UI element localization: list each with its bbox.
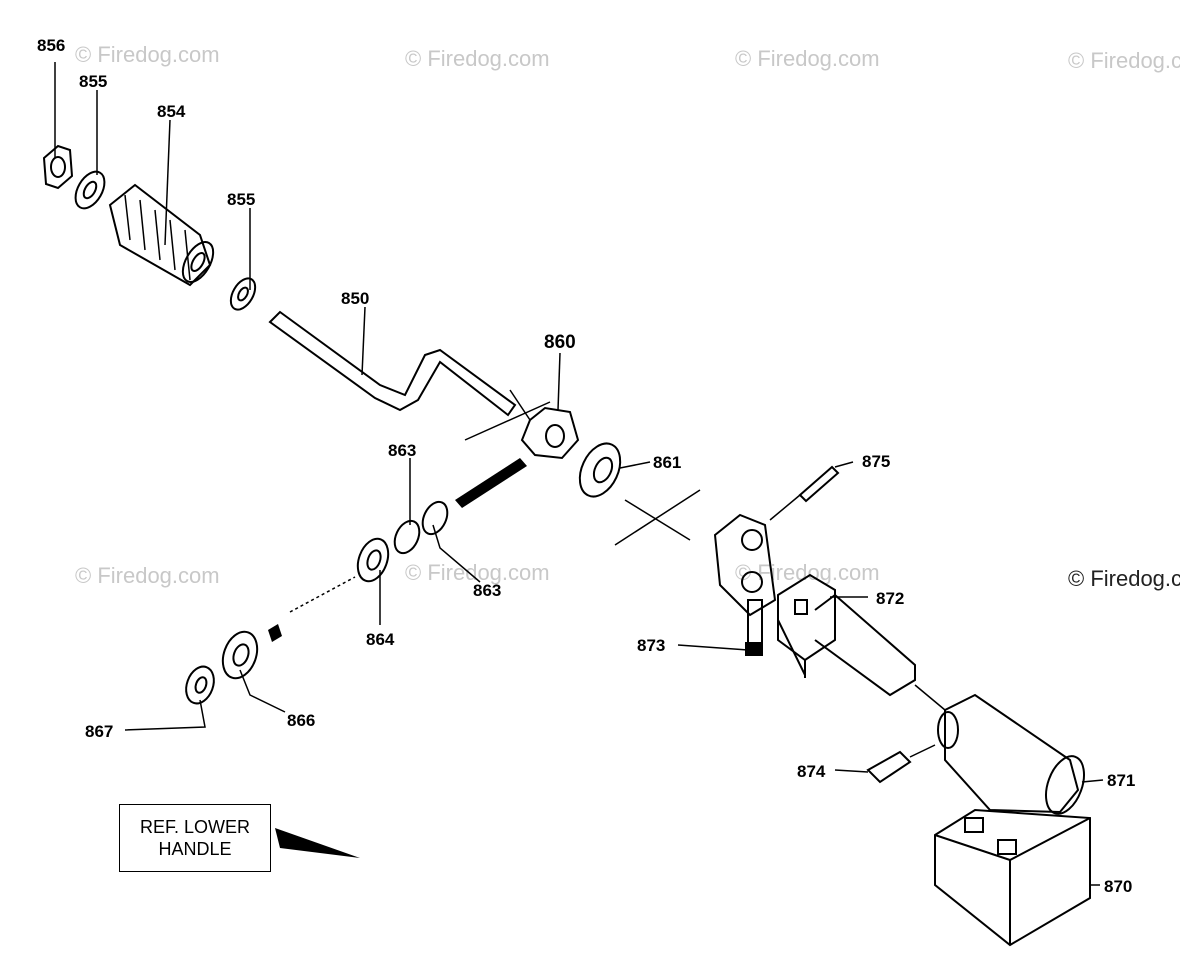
part-870-battery-box xyxy=(934,808,1091,947)
label-864: 864 xyxy=(366,630,395,649)
part-874-plug xyxy=(866,744,936,784)
part-855-washer-2 xyxy=(229,277,257,311)
part-threaded-rod xyxy=(455,458,527,508)
label-866: 866 xyxy=(287,711,315,730)
part-854-grip xyxy=(108,183,215,287)
label-873: 873 xyxy=(637,636,665,655)
label-856: 856 xyxy=(37,36,65,55)
label-870: 870 xyxy=(1104,877,1132,896)
label-854: 854 xyxy=(157,102,186,121)
ref-lower-handle-box: REF. LOWER HANDLE xyxy=(119,804,271,872)
part-873-bolt xyxy=(745,599,763,656)
part-871-motor xyxy=(914,684,1085,815)
label-872: 872 xyxy=(876,589,904,608)
part-856-cap xyxy=(42,144,74,190)
label-875: 875 xyxy=(862,452,890,471)
part-866-washer xyxy=(221,630,259,680)
part-875-screw xyxy=(769,465,840,521)
watermark: © Firedog.com xyxy=(75,563,220,588)
watermark: © Firedog.com xyxy=(735,46,880,71)
part-housing-block xyxy=(713,513,777,617)
part-850-handle-rod xyxy=(268,310,517,417)
label-867: 867 xyxy=(85,722,113,741)
label-850: 850 xyxy=(341,289,369,308)
watermark: © Firedog.com xyxy=(405,560,550,585)
watermark: © Firedog.com xyxy=(75,42,220,67)
label-863: 863 xyxy=(473,581,501,600)
part-872-block xyxy=(777,573,836,678)
watermark: © Firedog.com xyxy=(1068,566,1180,591)
label-871: 871 xyxy=(1107,771,1135,790)
part-860-bracket xyxy=(464,389,580,460)
label-855: 855 xyxy=(227,190,255,209)
part-864-washer xyxy=(356,537,390,583)
ref-arrow xyxy=(275,828,360,858)
label-855: 855 xyxy=(79,72,107,91)
watermark: © Firedog.com xyxy=(405,46,550,71)
watermark: © Firedog.com xyxy=(1068,48,1180,73)
part-tube xyxy=(814,593,916,697)
label-860: 860 xyxy=(544,332,576,353)
watermark: © Firedog.com xyxy=(735,560,880,585)
label-874: 874 xyxy=(797,762,826,781)
part-863-nut xyxy=(393,500,449,555)
label-861: 861 xyxy=(653,453,681,472)
part-855-washer xyxy=(74,170,106,210)
ref-box-line2: HANDLE xyxy=(158,839,232,859)
ref-box-line1: REF. LOWER xyxy=(139,817,250,837)
part-867-nut xyxy=(185,665,215,705)
label-863: 863 xyxy=(388,441,416,460)
part-861-bushing xyxy=(578,442,622,498)
